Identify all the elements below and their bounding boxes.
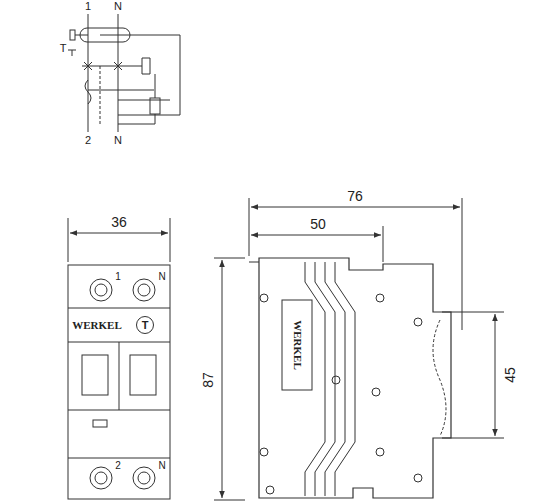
terminal-label: 1 bbox=[114, 272, 122, 282]
terminal-label: T bbox=[59, 43, 68, 54]
terminal-label: N bbox=[113, 1, 123, 12]
dimension-label: 50 bbox=[309, 217, 327, 231]
terminal-label: 2 bbox=[84, 135, 92, 146]
terminal-label: N bbox=[157, 461, 166, 471]
dimension-label: 36 bbox=[110, 215, 128, 229]
terminal-label: N bbox=[157, 272, 166, 282]
circuit-schematic bbox=[68, 14, 180, 132]
terminal-label: N bbox=[113, 135, 123, 146]
dimension-label: 87 bbox=[201, 371, 215, 389]
side-view bbox=[214, 198, 504, 500]
dimension-label: 45 bbox=[503, 366, 517, 384]
button-letter: T bbox=[142, 320, 149, 331]
test-button: T bbox=[136, 316, 154, 334]
dimension-label: 76 bbox=[346, 189, 364, 203]
terminal-label: 2 bbox=[114, 461, 122, 471]
front-view bbox=[68, 218, 170, 499]
brand-label: WERKEL bbox=[71, 320, 123, 331]
terminal-label: 1 bbox=[84, 1, 92, 12]
brand-label: WERKEL bbox=[292, 319, 303, 371]
